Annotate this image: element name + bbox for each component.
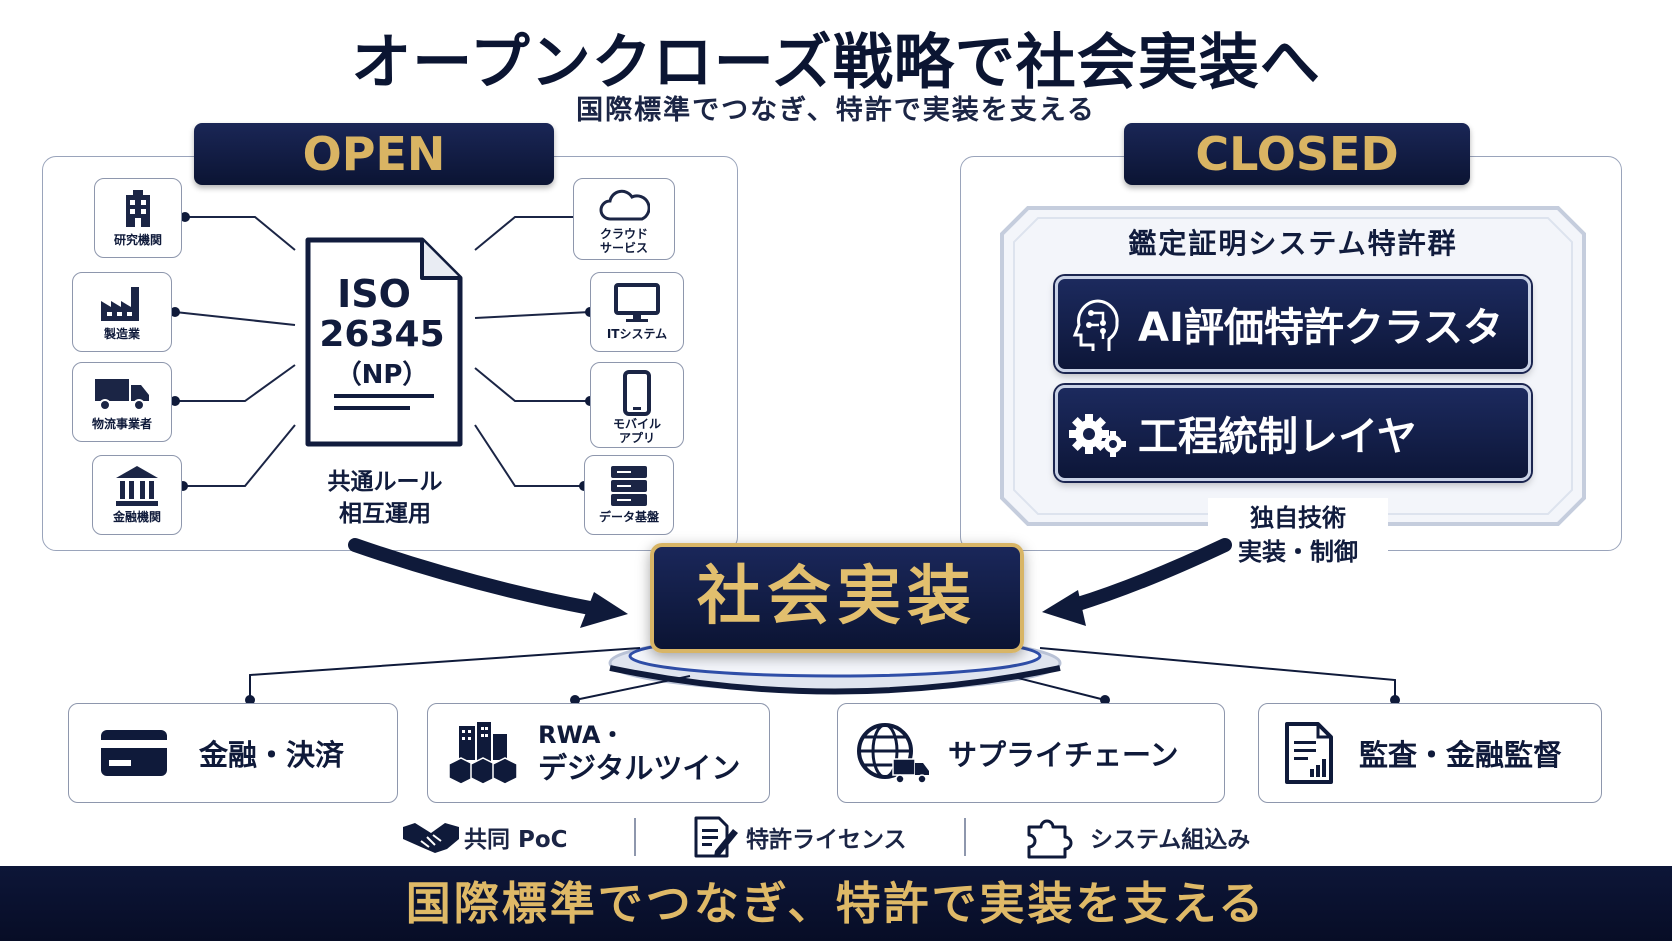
process-control-layer: 工程統制レイヤ [1055,385,1531,481]
node-label: 製造業 [103,327,140,341]
credit-card-icon [69,728,199,778]
app-finance-payment: 金融・決済 [68,703,398,803]
node-label: 研究機関 [113,233,162,247]
footer-banner: 国際標準でつなぎ、特許で実装を支える [0,866,1672,941]
node-label-2: サービス [599,241,648,255]
report-icon [1259,721,1359,785]
node-mobile: モバイル アプリ [590,362,684,448]
smartphone-icon [591,369,683,417]
node-label-1: クラウド [599,227,648,241]
closed-badge: CLOSED [1124,123,1470,185]
process-control-label: 工程統制レイヤ [1138,414,1417,460]
mini-label: システム組込み [1090,827,1251,853]
mini-system-embedding: システム組込み [1010,815,1251,859]
closed-caption-1: 独自技術 [1208,498,1388,533]
mini-label: 共同 PoC [464,827,568,853]
open-caption-2: 相互運用 [339,501,431,527]
truck-icon [73,369,171,417]
node-label: 物流事業者 [91,417,152,431]
factory-icon [73,279,171,327]
closed-caption-2: 実装・制御 [1208,532,1388,567]
monitor-icon [591,279,683,327]
app-supply-chain: サプライチェーン [837,703,1225,803]
app-label: サプライチェーン [948,738,1179,772]
node-bank: 金融機関 [92,455,182,535]
iso-line-3: （NP） [335,360,429,390]
node-manufacturing: 製造業 [72,272,172,352]
page-title: オープンクローズ戦略で社会実装へ [351,28,1321,98]
open-badge: OPEN [194,123,554,185]
node-label-2: アプリ [618,431,655,445]
app-rwa-digital-twin: RWA・ デジタルツイン [427,703,770,803]
mini-patent-license: 特許ライセンス [686,816,907,858]
app-label-group: RWA・ デジタルツイン [538,720,740,786]
iso-document-icon [305,237,463,447]
app-label-1: RWA・ [538,721,625,749]
gears-icon [1058,406,1138,460]
puzzle-icon [1010,815,1090,859]
globe-truck-icon [838,719,948,787]
ai-brain-icon [1058,295,1138,353]
app-label-2: デジタルツイン [538,751,741,785]
page-subtitle: 国際標準でつなぎ、特許で実装を支える [576,95,1096,126]
document-pen-icon [686,815,746,859]
closed-badge-label: CLOSED [1195,127,1399,181]
node-data-platform: データ基盤 [584,455,674,535]
handshake-icon [398,819,464,855]
node-label: 金融機関 [112,510,161,524]
iso-line-2: 26345 [319,314,445,355]
building-icon [95,185,181,233]
divider [964,818,966,856]
closed-heading: 鑑定証明システム特許群 [1128,227,1458,260]
server-icon [585,462,673,510]
cubes-city-icon [428,720,538,786]
app-label: 監査・金融監督 [1359,738,1563,772]
mini-label: 特許ライセンス [746,827,907,853]
node-cloud: クラウド サービス [573,178,675,260]
mini-joint-poc: 共同 PoC [398,816,568,858]
app-label: 金融・決済 [199,738,345,772]
iso-line-1: ISO [337,272,411,316]
app-audit-supervision: 監査・金融監督 [1258,703,1602,803]
node-label-1: ITシステム [606,327,668,341]
open-badge-label: OPEN [302,127,446,181]
node-label-1: データ基盤 [598,510,659,524]
cloud-icon [574,185,674,227]
center-social-implementation: 社会実装 [650,543,1024,653]
ai-patent-label: AI評価特許クラスタ [1138,305,1504,351]
divider [634,818,636,856]
node-label-1: モバイル [612,417,661,431]
open-caption-1: 共通ルール [327,469,443,495]
node-logistics: 物流事業者 [72,362,172,442]
node-it-system: ITシステム [590,272,684,352]
node-research: 研究機関 [94,178,182,258]
bank-icon [93,462,181,510]
center-label: 社会実装 [697,560,977,634]
ai-patent-cluster: AI評価特許クラスタ [1055,276,1531,372]
